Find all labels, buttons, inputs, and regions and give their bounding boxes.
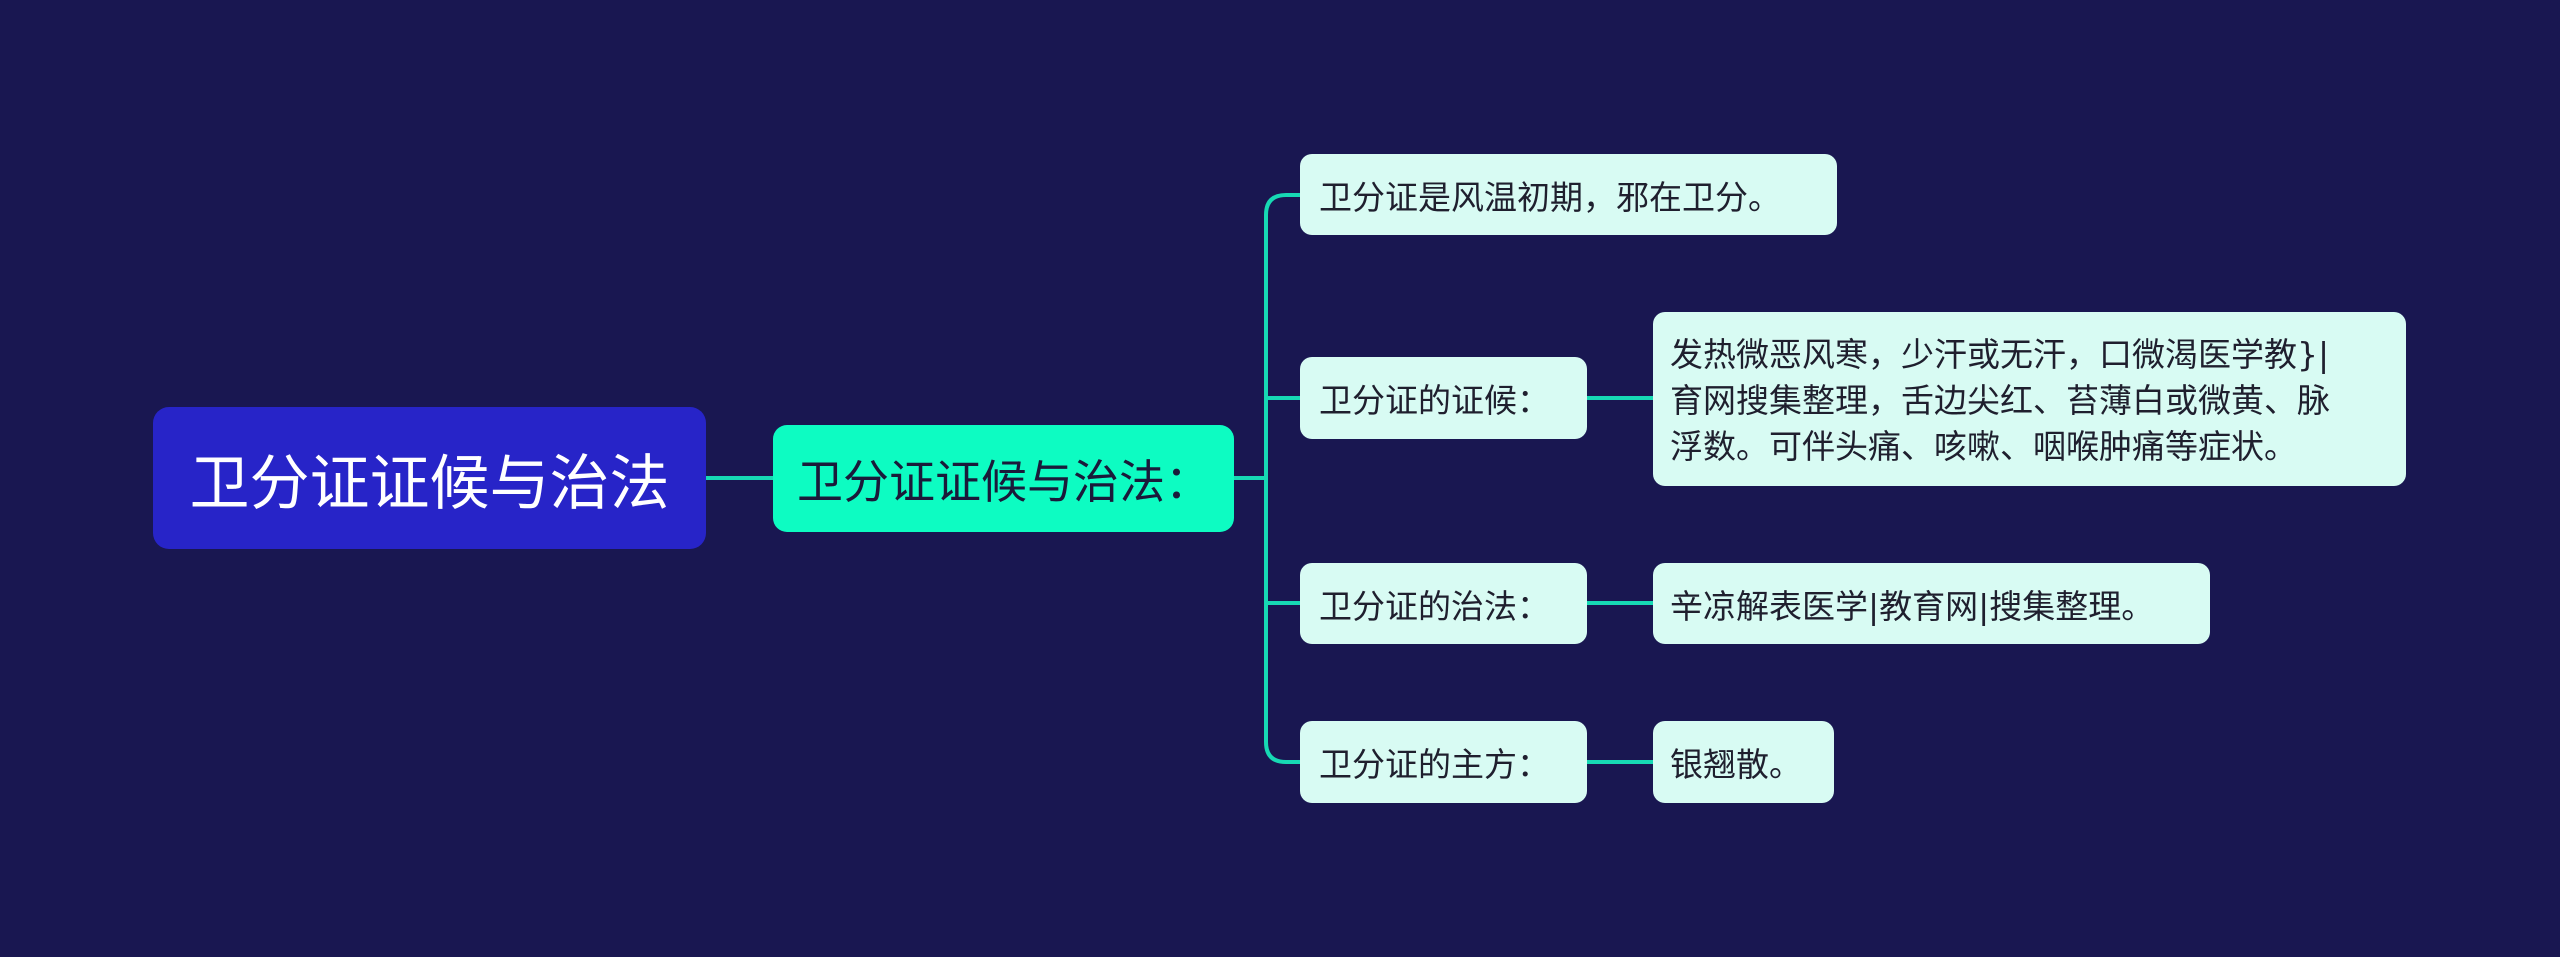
formula-detail-topic[interactable]: 银翘散。: [1653, 721, 1834, 803]
branch-treatment-label: 卫分证的治法：: [1319, 586, 1550, 626]
main-topic-label: 卫分证证候与治法：: [797, 454, 1211, 509]
branch-stage-topic[interactable]: 卫分证是风温初期，邪在卫分。: [1300, 154, 1837, 235]
branch-symptoms-label: 卫分证的证候：: [1319, 381, 1550, 420]
treatment-detail-topic[interactable]: 辛凉解表医学|教育网|搜集整理。: [1653, 563, 2210, 644]
branch-formula-topic[interactable]: 卫分证的主方：: [1300, 721, 1587, 803]
formula-detail-label: 银翘散。: [1670, 745, 1802, 784]
branch-stage-label: 卫分证是风温初期，邪在卫分。: [1319, 177, 1781, 217]
symptoms-detail-line-1: 发热微恶风寒，少汗或无汗，口微渴医学教}|: [1670, 335, 2330, 374]
treatment-detail-label: 辛凉解表医学|教育网|搜集整理。: [1670, 586, 2155, 626]
root-topic[interactable]: 卫分证证候与治法: [153, 407, 706, 549]
main-topic[interactable]: 卫分证证候与治法：: [773, 425, 1234, 532]
symptoms-detail-line-2: 育网搜集整理，舌边尖红、苔薄白或微黄、脉: [1670, 381, 2330, 420]
symptoms-detail-topic[interactable]: 发热微恶风寒，少汗或无汗，口微渴医学教}| 育网搜集整理，舌边尖红、苔薄白或微黄…: [1653, 312, 2406, 486]
symptoms-detail-line-3: 浮数。可伴头痛、咳嗽、咽喉肿痛等症状。: [1670, 427, 2297, 466]
branch-formula-label: 卫分证的主方：: [1319, 745, 1550, 784]
root-topic-label: 卫分证证候与治法: [189, 448, 670, 519]
branch-trunk-connector: [1264, 193, 1302, 764]
branch-symptoms-topic[interactable]: 卫分证的证候：: [1300, 357, 1587, 439]
branch-treatment-topic[interactable]: 卫分证的治法：: [1300, 563, 1587, 644]
